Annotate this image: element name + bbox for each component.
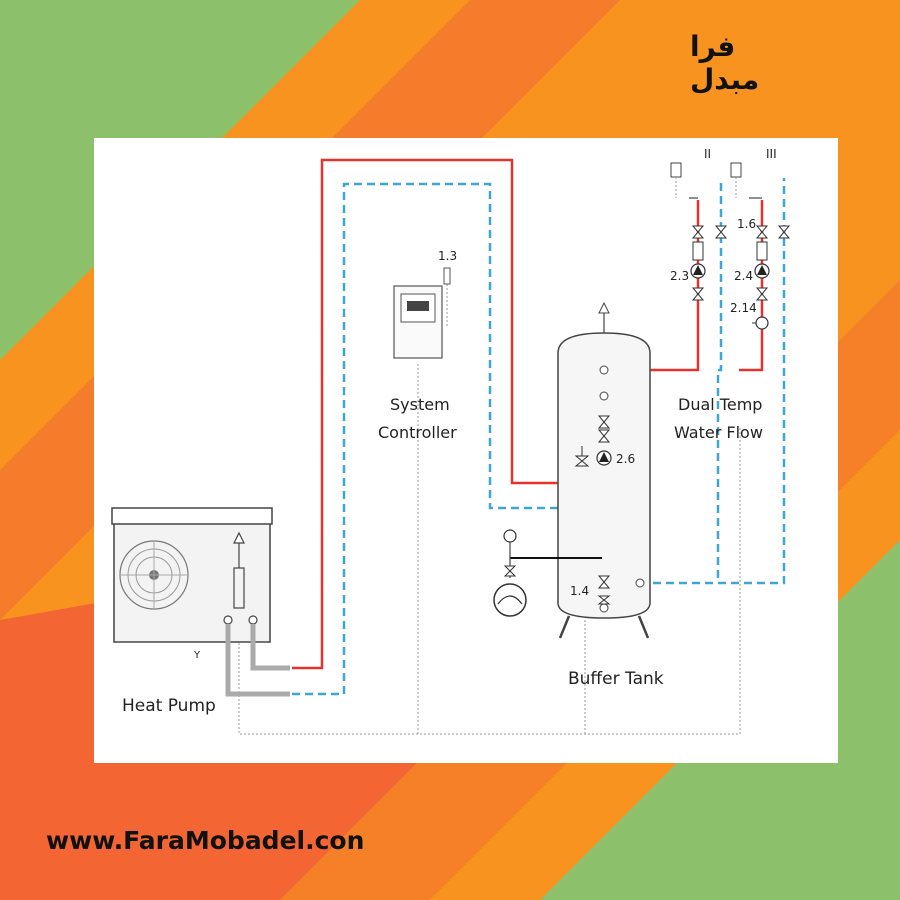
- valve-icon: [597, 415, 611, 605]
- tag-2-4: 2.4: [734, 269, 753, 283]
- circuit-3: III 1.6 2.4 2.14: [730, 147, 791, 330]
- return-line-circuit-3: [640, 178, 786, 585]
- valve-icon: [691, 225, 728, 301]
- tank-body: [557, 332, 651, 619]
- website-url: www.FaraMobadel.con: [46, 826, 365, 855]
- mixing-valve-icon: [752, 316, 769, 330]
- heat-pump-tag: Y: [193, 650, 201, 661]
- pump-icon: [690, 263, 706, 279]
- pressure-gauge-icon: [503, 529, 517, 543]
- controller-label-line-1: System: [390, 395, 450, 414]
- thermostat-icon: [730, 162, 742, 178]
- wire-bus: [238, 428, 741, 735]
- safety-valve-icon: [574, 446, 590, 467]
- heat-pump-body: [113, 509, 271, 643]
- buffer-tank: 2.6 1.4 Buffer Tank: [557, 301, 664, 689]
- buffer-tank-label: Buffer Tank: [568, 669, 664, 689]
- circuit-2-label: II: [704, 147, 711, 161]
- valve-icon: [503, 565, 517, 577]
- tag-2-14: 2.14: [730, 301, 757, 315]
- controller-label-line-2: Controller: [378, 423, 457, 442]
- controller-display: [407, 301, 429, 311]
- sensor-1-3: [443, 267, 451, 285]
- supply-line-heatpump-tank: [292, 158, 592, 670]
- tank-legs: [558, 615, 650, 639]
- system-controller: 1.3 System Controller: [378, 249, 457, 442]
- dual-temp-label-line-1: Dual Temp: [678, 395, 762, 414]
- circuit-3-label: III: [766, 147, 777, 161]
- valve-icon: [755, 225, 791, 301]
- tag-1-4: 1.4: [570, 584, 589, 598]
- dual-temp-label-line-2: Water Flow: [674, 423, 763, 442]
- tag-2-3: 2.3: [670, 269, 689, 283]
- tag-1-3: 1.3: [438, 249, 457, 263]
- brand-title: فرا مبدل: [690, 30, 760, 96]
- vent-icon: [233, 531, 245, 544]
- tag-1-6: 1.6: [737, 217, 756, 231]
- pump-icon: [754, 263, 770, 279]
- heat-pump-connection-pipes: [225, 624, 290, 697]
- heat-pump-internals: [223, 531, 258, 625]
- tag-2-6: 2.6: [616, 452, 635, 466]
- fan-icon: [119, 540, 189, 610]
- pump-icon: [596, 450, 612, 466]
- thermostat-icon: [670, 162, 682, 178]
- heat-pump-top: [111, 507, 273, 525]
- return-line-circuit-2: [716, 178, 723, 578]
- supply-piping: [292, 158, 764, 670]
- expansion-vessel-icon: [493, 583, 527, 617]
- control-wiring: [238, 268, 741, 735]
- diagram-panel: Y Heat Pump 1.3 System Controller: [94, 138, 838, 763]
- expansion-group: [493, 529, 602, 617]
- heating-system-diagram: Y Heat Pump 1.3 System Controller: [111, 147, 791, 735]
- heat-pump-unit: Y Heat Pump: [111, 507, 290, 716]
- vent-icon: [598, 301, 610, 314]
- circuit-2: II 2.3: [670, 147, 728, 301]
- heat-pump-label: Heat Pump: [122, 696, 216, 716]
